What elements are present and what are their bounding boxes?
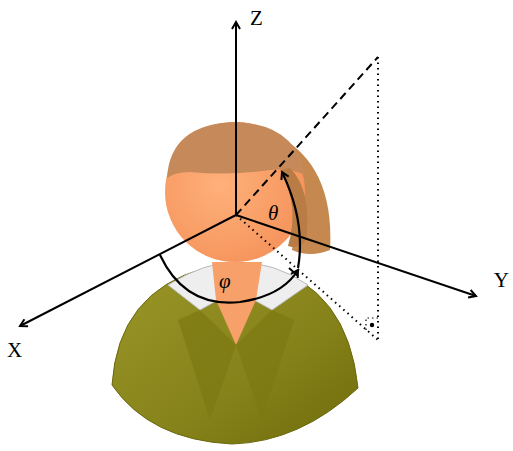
person-lapel bbox=[178, 310, 236, 420]
direction-vector bbox=[236, 57, 378, 215]
angle-label: θ bbox=[267, 203, 279, 224]
axis-label: Y bbox=[494, 270, 509, 291]
angle-label: φ bbox=[218, 271, 232, 292]
x-axis bbox=[20, 215, 236, 326]
theta-arc bbox=[282, 172, 300, 268]
y-axis bbox=[236, 215, 476, 296]
person-lapel bbox=[236, 310, 294, 420]
axis-label: Z bbox=[250, 8, 263, 29]
axis-label: X bbox=[7, 340, 22, 361]
right-angle-mark bbox=[366, 318, 378, 330]
projection-line bbox=[377, 57, 379, 340]
arc-tick bbox=[289, 268, 298, 276]
phi-arc bbox=[160, 255, 298, 303]
right-angle-dot bbox=[370, 323, 374, 327]
projection-line bbox=[236, 215, 378, 340]
z-axis bbox=[235, 22, 237, 215]
